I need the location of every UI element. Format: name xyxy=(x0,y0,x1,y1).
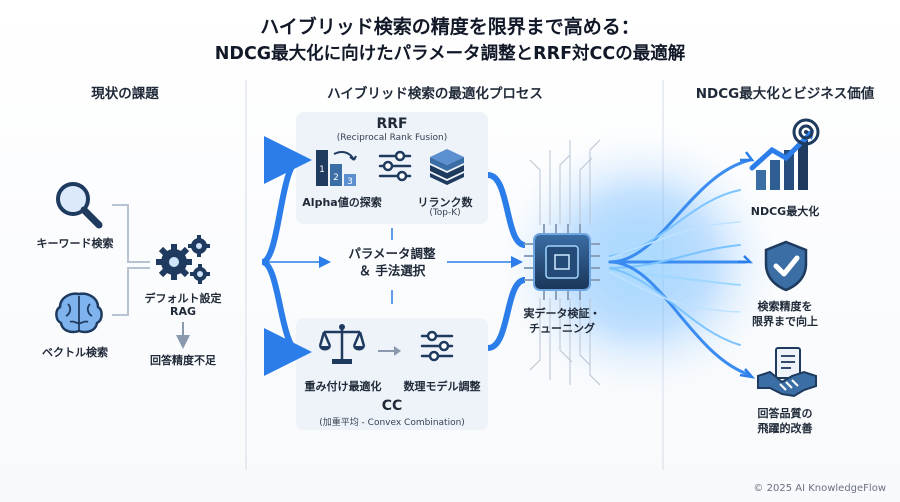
flow-to-rrf xyxy=(260,136,312,265)
magnifier-icon xyxy=(56,182,103,229)
brain-icon xyxy=(55,292,103,334)
rrf-fullname: (Reciprocal Rank Fusion) xyxy=(336,133,448,143)
low-accuracy-label: 回答精度不足 xyxy=(150,354,216,367)
quality-label-line2: 飛躍的改善 xyxy=(757,422,813,435)
column-header-process: ハイブリッド検索の最適化プロセス xyxy=(327,86,543,102)
math-model-label: 数理モデル調整 xyxy=(403,380,481,393)
accuracy-label-line1: 検索精度を xyxy=(757,300,813,313)
arrow-right-icon xyxy=(378,346,401,356)
cc-title: CC xyxy=(381,398,403,414)
column-header-value: NDCG最大化とビジネス価値 xyxy=(695,86,875,102)
ndcg-max-label: NDCG最大化 xyxy=(750,205,820,218)
shield-check-icon xyxy=(764,240,808,292)
vector-search-label: ベクトル検索 xyxy=(42,346,108,359)
flow-cc-to-chip xyxy=(487,277,526,351)
svg-text:2: 2 xyxy=(333,173,339,183)
arrow-to-quality xyxy=(739,368,756,379)
param-tuning-label: パラメータ調整 xyxy=(348,246,436,261)
handshake-icon xyxy=(757,347,817,398)
quality-label-line1: 回答品質の xyxy=(757,407,813,420)
sliders-icon xyxy=(378,150,412,182)
topk-label: (Top-K) xyxy=(429,208,461,218)
svg-text:1: 1 xyxy=(319,165,325,175)
energy-streams xyxy=(608,158,752,377)
method-selection-label: ＆ 手法選択 xyxy=(358,263,426,278)
cc-fullname: (加重平均 - Convex Combination) xyxy=(319,418,465,428)
arrow-to-ndcg xyxy=(740,151,755,162)
growth-chart-icon xyxy=(749,118,820,190)
gears-icon xyxy=(156,235,210,284)
scale-icon xyxy=(318,324,366,364)
flow-rrf-to-chip xyxy=(487,172,526,248)
sliders-icon xyxy=(420,330,454,362)
copyright-footer: © 2025 AI KnowledgeFlow xyxy=(753,483,886,494)
connector-keyword xyxy=(112,204,150,263)
stack-icon xyxy=(430,149,464,185)
rrf-title: RRF xyxy=(376,116,408,132)
bar-sort-icon: 1 2 3 xyxy=(316,150,357,187)
title-line1: ハイブリッド検索の精度を限界まで高める： xyxy=(260,16,640,38)
flow-to-cc xyxy=(260,259,312,376)
chip-icon xyxy=(524,224,600,300)
column-header-current: 現状の課題 xyxy=(91,86,159,102)
chip-label-line2: チューニング xyxy=(529,322,595,335)
default-setting-label: デフォルト設定 xyxy=(144,292,222,305)
rag-label: RAG xyxy=(169,305,196,318)
accuracy-label-line2: 限界まで向上 xyxy=(752,315,818,328)
circuit-traces xyxy=(529,139,601,386)
keyword-search-label: キーワード検索 xyxy=(36,237,114,250)
chip-label-line1: 実データ検証・ xyxy=(523,307,601,320)
title-line2: NDCG最大化に向けたパラメータ調整とRRF対CCの最適解 xyxy=(214,44,686,64)
alpha-search-label: Alpha値の探索 xyxy=(302,196,382,209)
connector-vector xyxy=(112,267,150,316)
svg-text:3: 3 xyxy=(347,177,353,187)
arrow-to-accuracy xyxy=(738,255,754,264)
weight-opt-label: 重み付け最適化 xyxy=(304,380,382,393)
rerank-label: リランク数 xyxy=(417,196,473,209)
